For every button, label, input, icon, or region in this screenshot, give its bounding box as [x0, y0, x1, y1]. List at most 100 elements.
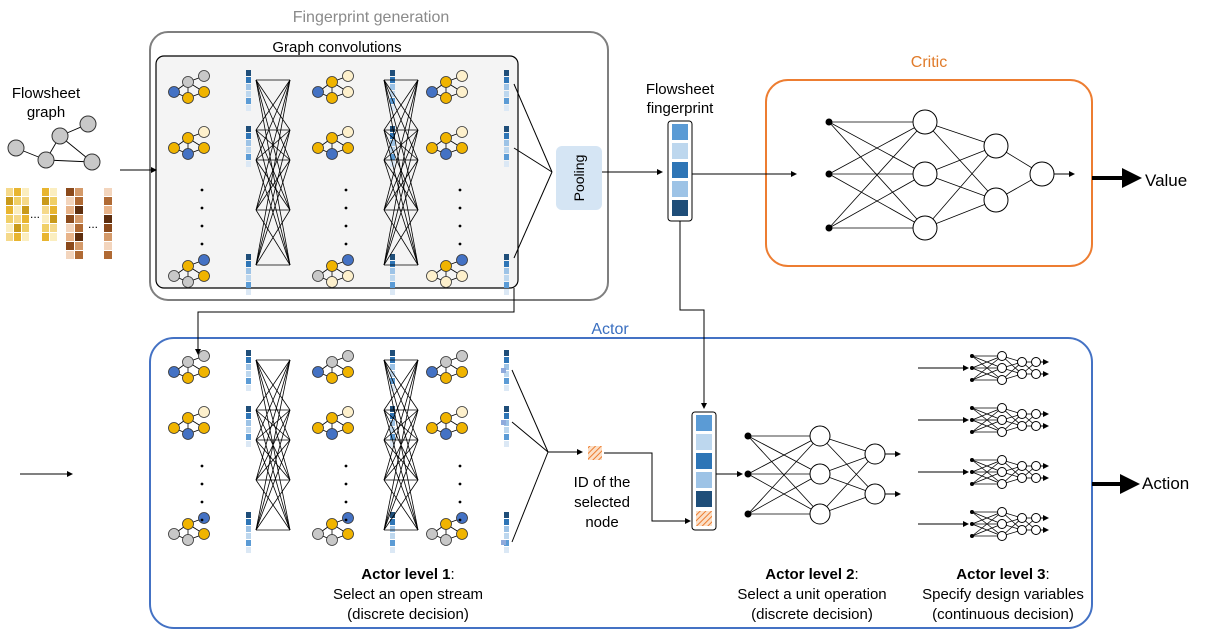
- net-neuron: [997, 455, 1007, 465]
- ellipsis-dot: [344, 482, 348, 486]
- mini-graph: [426, 70, 468, 104]
- feature-vector: [246, 126, 251, 167]
- cross-edge: [383, 209, 419, 266]
- net-edge: [747, 435, 821, 475]
- mini-graph: [426, 126, 468, 160]
- graph-node: [426, 366, 438, 378]
- graph-node: [182, 356, 194, 368]
- net-edge: [924, 199, 997, 229]
- vector-cell: [390, 427, 395, 433]
- vector-cell: [504, 540, 509, 546]
- vector-cell: [504, 512, 509, 518]
- matrix-cell: [66, 197, 74, 205]
- fingerprint-cell: [672, 162, 688, 178]
- vector-cell: [390, 434, 395, 440]
- net-edge: [819, 453, 876, 515]
- vector-cell: [246, 547, 251, 553]
- pooling-funnel-line: [513, 83, 553, 173]
- actor-input-cell: [696, 472, 712, 488]
- net-neuron: [997, 531, 1007, 541]
- ellipsis-dot: [458, 242, 462, 246]
- matrix-cell: [6, 206, 13, 214]
- net-edge: [971, 459, 1003, 485]
- matrix-cell: [6, 224, 13, 232]
- ellipsis-dot: [344, 518, 348, 522]
- graph-node: [440, 372, 452, 384]
- selected-node-id-cell: [696, 511, 712, 526]
- net-neuron: [1017, 525, 1027, 535]
- matrix-cell: [104, 215, 112, 223]
- vector-cell: [504, 427, 509, 433]
- graph-node: [456, 86, 468, 98]
- vector-cell: [246, 126, 251, 132]
- graph-node: [182, 276, 194, 288]
- graph-node: [456, 422, 468, 434]
- cross-edge: [255, 209, 291, 266]
- fingerprint-cell: [672, 181, 688, 197]
- ellipsis-dot: [344, 188, 348, 192]
- graph-node: [79, 115, 97, 133]
- vector-cell: [504, 77, 509, 83]
- actor-level2-heading: Actor level 2:: [765, 565, 858, 584]
- net-neuron: [1017, 461, 1027, 471]
- ellipsis-dot: [200, 242, 204, 246]
- graph-node: [182, 518, 194, 530]
- vector-cell: [390, 547, 395, 553]
- actor-input-cell: [696, 415, 712, 431]
- mini-graph: [168, 126, 210, 160]
- matrix-cell: [66, 251, 74, 259]
- mini-graph: [168, 70, 210, 104]
- graph-node: [456, 126, 468, 138]
- net-neuron: [912, 109, 938, 135]
- matrix-cell: [104, 224, 112, 232]
- vector-cell: [246, 526, 251, 532]
- matrix-cell: [75, 242, 83, 250]
- vector-cell: [390, 84, 395, 90]
- net-neuron: [997, 351, 1007, 361]
- cross-edge: [255, 409, 291, 441]
- vector-cell: [504, 519, 509, 525]
- vector-cell: [390, 533, 395, 539]
- graph-node: [440, 428, 452, 440]
- pooling-block: Pooling: [556, 146, 602, 210]
- graph-node: [326, 148, 338, 160]
- matrix-cell: [22, 206, 29, 214]
- fingerprint-cell: [672, 143, 688, 159]
- net-neuron: [1031, 421, 1041, 431]
- net-edge: [971, 407, 1003, 421]
- actor-input-cell: [696, 453, 712, 469]
- vector-cell: [246, 133, 251, 139]
- graph-node: [342, 406, 354, 418]
- graphconv-to-actor-arrow: [195, 288, 515, 355]
- ellipsis-dot: [344, 500, 348, 504]
- graph-node: [342, 86, 354, 98]
- vector-cell: [390, 406, 395, 412]
- cross-edge: [383, 359, 419, 441]
- node-output-cell: [501, 540, 506, 545]
- net-neuron: [825, 118, 833, 126]
- cross-edge: [255, 159, 291, 211]
- graph-node: [456, 350, 468, 362]
- net-edge: [971, 459, 1003, 473]
- actor-level2-colon: :: [854, 566, 859, 583]
- vector-cell: [246, 161, 251, 167]
- level1-funnel-line: [511, 369, 549, 453]
- net-neuron: [997, 479, 1007, 489]
- vector-cell: [246, 91, 251, 97]
- ellipsis-dot: [458, 224, 462, 228]
- vector-cell: [246, 441, 251, 447]
- cross-edge: [383, 359, 419, 411]
- graph-node: [198, 70, 210, 82]
- vector-cell: [390, 441, 395, 447]
- graph-node: [198, 254, 210, 266]
- graph-node: [342, 512, 354, 524]
- matrix-cell: [75, 233, 83, 241]
- mini-graph: [426, 254, 468, 288]
- graph-node: [312, 270, 324, 282]
- net-edge: [924, 145, 997, 229]
- net-edge: [971, 367, 1003, 381]
- net-neuron: [1017, 369, 1027, 379]
- graph-node: [83, 153, 101, 171]
- net-neuron: [997, 415, 1007, 425]
